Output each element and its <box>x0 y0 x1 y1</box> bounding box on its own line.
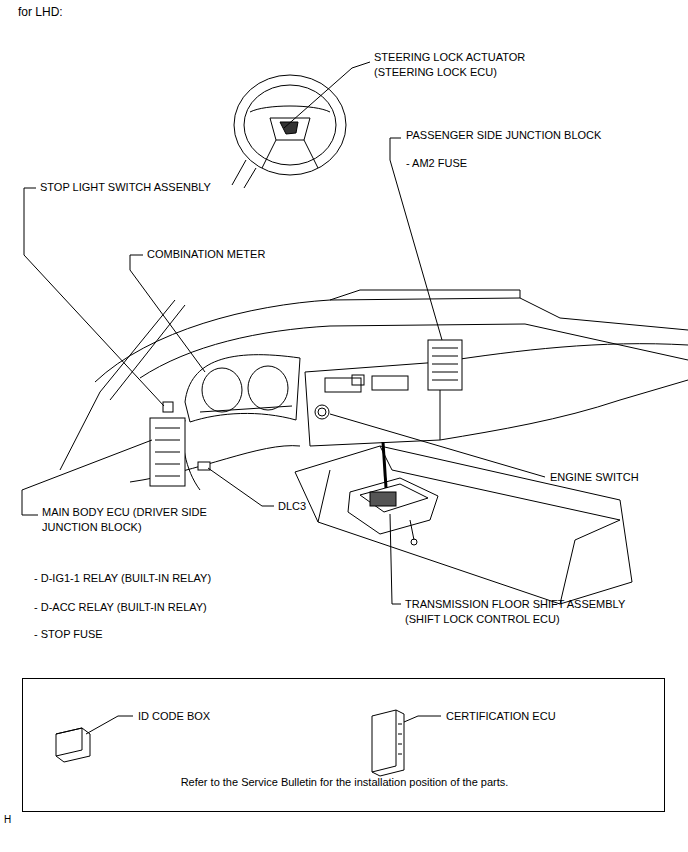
sub-part-label: - D-ACC RELAY (BUILT-IN RELAY) <box>34 600 207 615</box>
part-label: STEERING LOCK ACTUATOR (STEERING LOCK EC… <box>374 50 564 80</box>
part-label: TRANSMISSION FLOOR SHIFT ASSEMBLY (SHIFT… <box>405 597 660 627</box>
sub-part-label: - D-IG1-1 RELAY (BUILT-IN RELAY) <box>34 571 211 586</box>
part-label: STOP LIGHT SWITCH ASSENBLY <box>40 180 211 195</box>
part-label: CERTIFICATION ECU <box>446 709 556 724</box>
note-text: Refer to the Service Bulletin for the in… <box>181 775 509 790</box>
page-note: for LHD: <box>18 5 63 20</box>
part-label: DLC3 <box>278 499 306 514</box>
figure-code: H <box>4 812 11 827</box>
note-frame: ID CODE BOX CERTIFICATION ECU Refer to the… <box>22 678 665 812</box>
part-label: ID CODE BOX <box>138 709 210 724</box>
sub-part-label: - STOP FUSE <box>34 627 103 642</box>
sub-part-label: - AM2 FUSE <box>406 156 467 171</box>
part-label: ENGINE SWITCH <box>550 470 639 485</box>
part-label: MAIN BODY ECU (DRIVER SIDE JUNCTION BLOC… <box>42 505 252 535</box>
part-label: COMBINATION METER <box>147 247 265 262</box>
part-label: PASSENGER SIDE JUNCTION BLOCK <box>406 128 601 143</box>
